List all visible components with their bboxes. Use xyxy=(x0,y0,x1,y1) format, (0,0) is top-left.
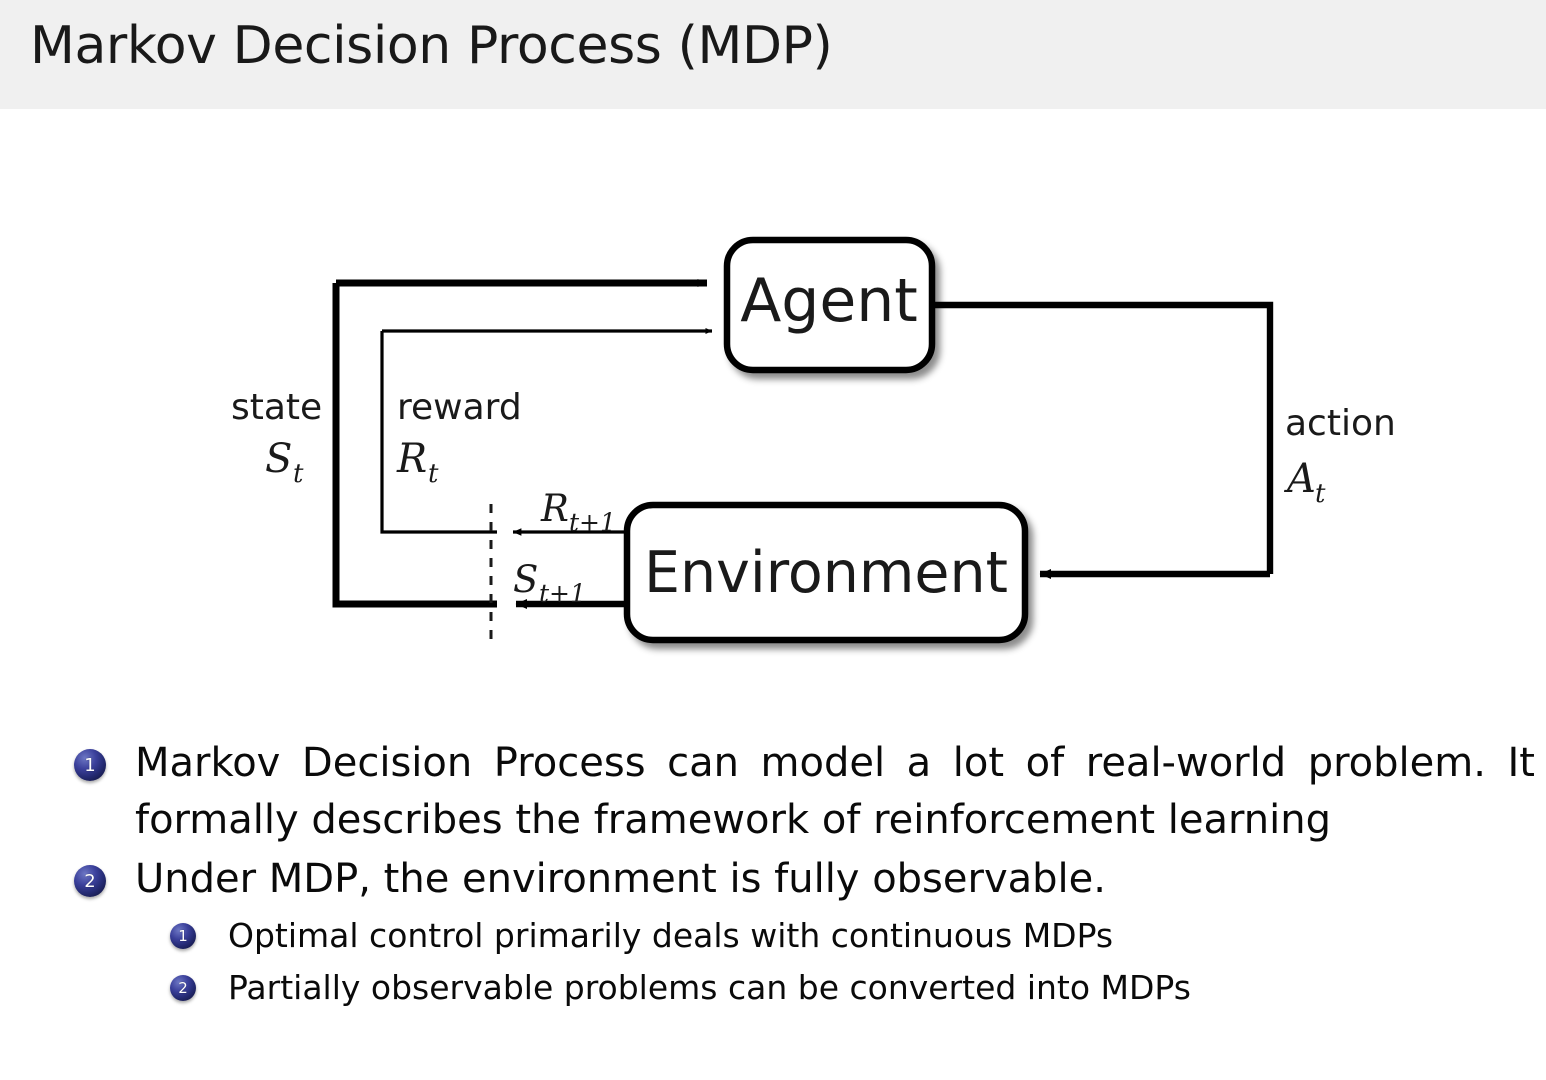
label-reward-next-subscript: t+1 xyxy=(569,508,616,537)
label-state-next-symbol: S xyxy=(513,558,538,601)
label-state-symbol-subscript: t xyxy=(293,459,304,489)
node-agent-label: Agent xyxy=(740,266,918,336)
list-item: 1 Markov Decision Process can model a lo… xyxy=(74,735,1546,849)
label-reward-word: reward xyxy=(397,387,522,428)
page-title: Markov Decision Process (MDP) xyxy=(30,16,833,76)
bullet-number-badge: 1 xyxy=(74,749,106,781)
sub-bullet-number-badge: 2 xyxy=(170,975,196,1001)
edge-state-to-agent xyxy=(332,279,708,608)
sub-list-item-text: Partially observable problems can be con… xyxy=(228,968,1191,1007)
label-action-word: action xyxy=(1285,403,1396,444)
sub-list-item: 2 Partially observable problems can be c… xyxy=(170,962,1546,1014)
label-reward-symbol-subscript: t xyxy=(428,459,439,489)
slide-title-bar: Markov Decision Process (MDP) xyxy=(0,0,1546,109)
label-state-next-subscript: t+1 xyxy=(539,579,586,608)
label-action: action A t xyxy=(1283,403,1396,509)
label-action-symbol: A xyxy=(1283,456,1316,502)
label-state-next: S t+1 xyxy=(513,558,586,608)
label-reward-next-symbol: R xyxy=(540,487,569,530)
list-item: 2 Under MDP, the environment is fully ob… xyxy=(74,851,1546,908)
label-state-symbol: S xyxy=(265,436,292,482)
node-agent: Agent xyxy=(723,236,936,374)
label-reward-next: R t+1 xyxy=(540,487,616,537)
label-state: state S t xyxy=(231,387,322,489)
node-environment-label: Environment xyxy=(644,540,1008,606)
edge-reward-to-agent xyxy=(380,328,713,534)
label-reward-symbol: R xyxy=(396,436,427,482)
label-reward: reward R t xyxy=(396,387,522,489)
label-action-symbol-subscript: t xyxy=(1315,479,1326,509)
sub-list-item-text: Optimal control primarily deals with con… xyxy=(228,916,1114,955)
bullet-number-badge: 2 xyxy=(74,865,106,897)
sub-bullet-number-badge: 1 xyxy=(170,923,196,949)
mdp-interaction-diagram: Agent Environment state S t reward R t a… xyxy=(0,109,1546,699)
node-environment: Environment xyxy=(623,501,1029,644)
bullet-list: 1 Markov Decision Process can model a lo… xyxy=(0,735,1546,1014)
label-state-word: state xyxy=(231,387,322,428)
sub-list-item: 1 Optimal control primarily deals with c… xyxy=(170,910,1546,962)
list-item-text: Under MDP, the environment is fully obse… xyxy=(135,856,1106,902)
list-item-text: Markov Decision Process can model a lot … xyxy=(135,740,1535,843)
edge-action-agent-to-environment xyxy=(932,301,1274,579)
